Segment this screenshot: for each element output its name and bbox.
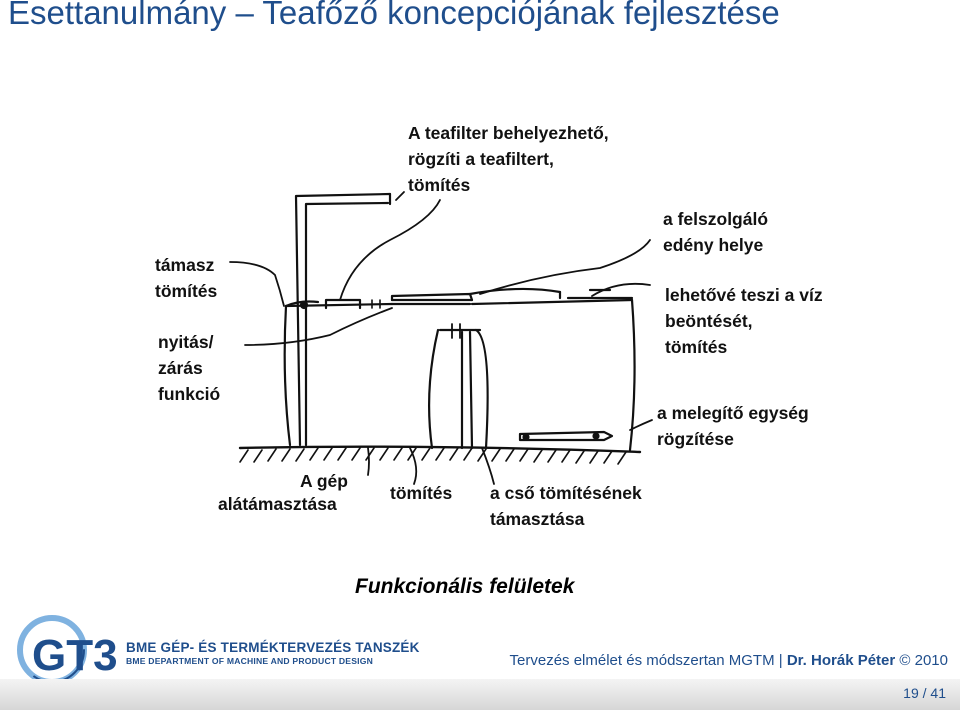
label-felszolgalo: a felszolgáló edény helye <box>663 209 769 255</box>
label-gep: A gép <box>300 471 348 491</box>
right-body <box>390 298 636 452</box>
top-lid <box>390 287 634 302</box>
leader-lines <box>229 191 653 485</box>
ground-hatching <box>238 445 642 465</box>
teakettle-sketch <box>229 191 653 485</box>
label-cso: a cső tömítésének támasztása <box>490 483 642 529</box>
footer-text: Tervezés elmélet és módszertan MGTM | Dr… <box>509 652 948 669</box>
label-nyitas: nyitás/ zárás funkció <box>158 332 221 404</box>
page-number: 19 / 41 <box>903 685 946 701</box>
logo-mark-text: GT3 <box>32 631 118 680</box>
diagram-caption: Funkcionális felületek <box>355 575 575 598</box>
slide-title: Esettanulmány – Teafőző koncepciójának f… <box>8 0 780 31</box>
department-name: BME GÉP- ÉS TERMÉKTERVEZÉS TANSZÉK BME D… <box>126 640 420 666</box>
label-tomites: tömítés <box>390 483 453 503</box>
left-body <box>283 192 394 447</box>
label-gep-line2: alátámasztása <box>218 494 337 514</box>
label-teafilter: A teafilter behelyezhető, rögzíti a teaf… <box>408 123 609 195</box>
label-melegito: a melegítő egység rögzítése <box>657 403 809 449</box>
label-viz: lehetővé teszi a víz beöntését, tömítés <box>665 285 823 357</box>
label-tamasz: támasz tömítés <box>155 255 218 301</box>
footer-bar <box>0 679 960 710</box>
gt3-logo: GT3 <box>17 615 118 684</box>
